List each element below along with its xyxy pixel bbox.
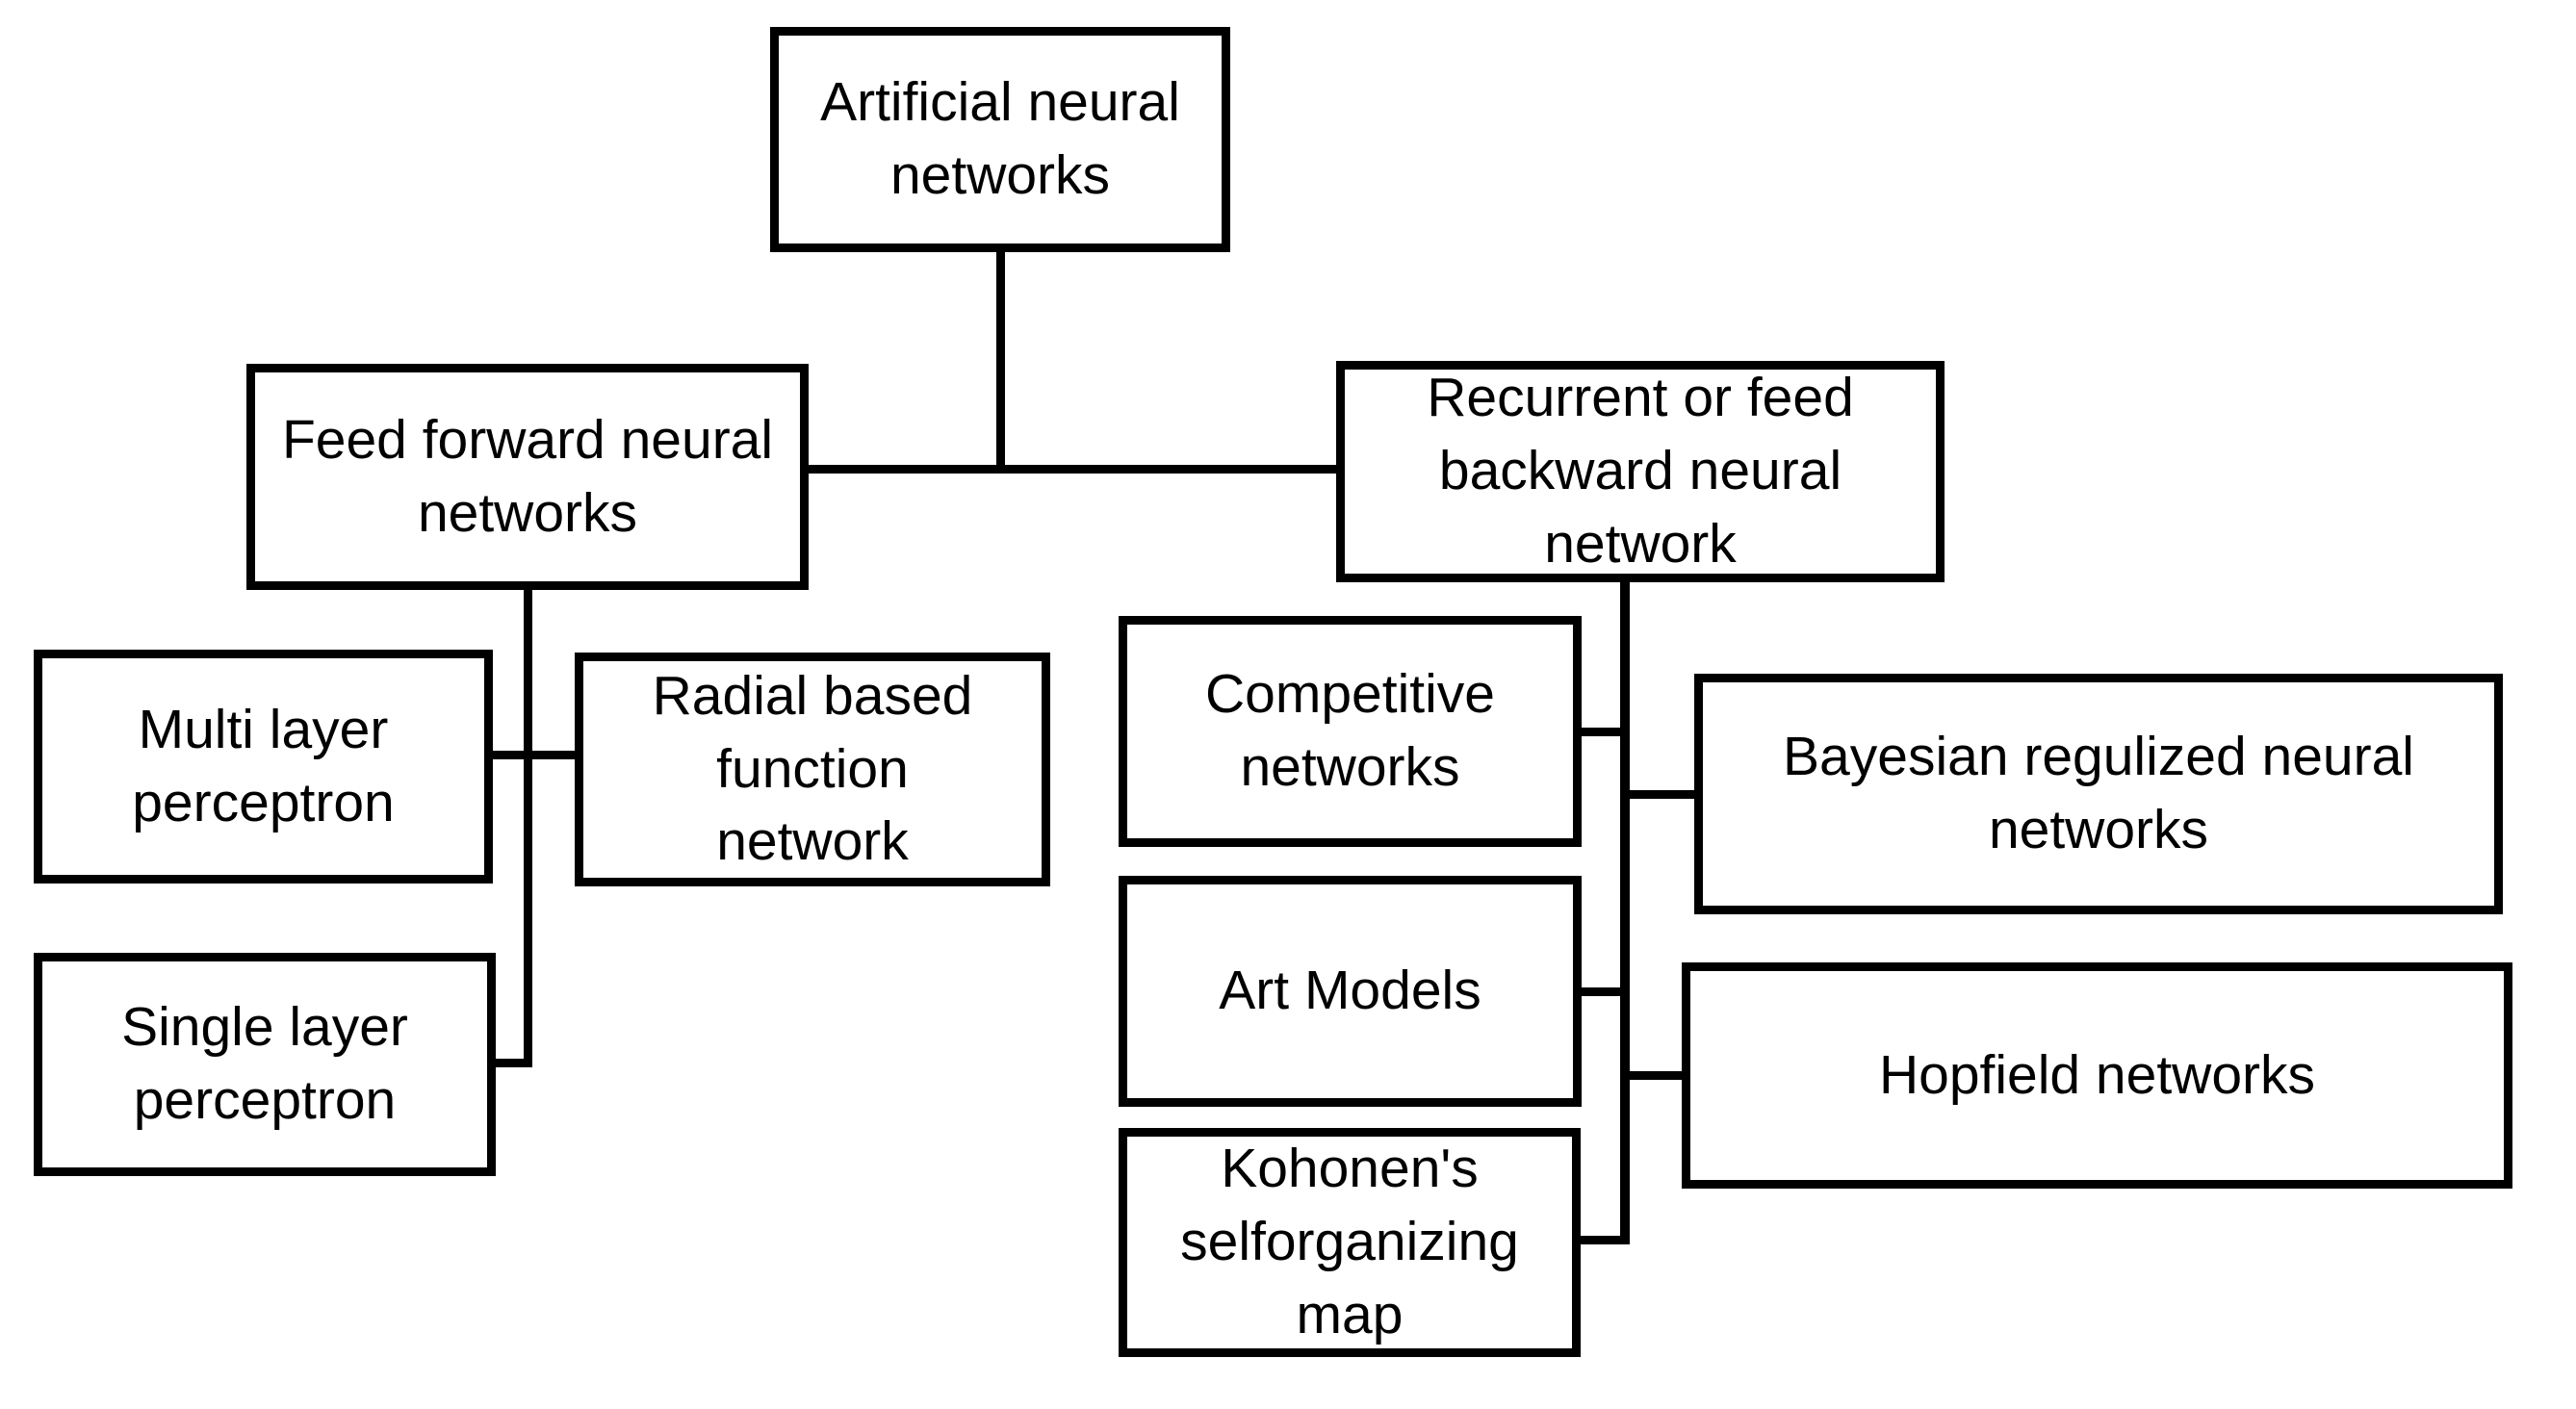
node-art-models: Art Models [1119,876,1582,1107]
connector-art-models [1578,987,1628,996]
node-single-layer-perceptron: Single layer perceptron [34,953,496,1176]
node-competitive-networks: Competitive networks [1119,616,1582,847]
connector-hopfield [1627,1071,1686,1080]
node-recurrent-feed-backward-network: Recurrent or feed backward neural networ… [1336,361,1945,582]
connector-right-trunk [1620,579,1630,1244]
connector-left-trunk [524,587,532,1067]
node-multi-layer-perceptron: Multi layer perceptron [34,650,493,884]
connector-feedforward-to-recurrent [807,465,1343,474]
connector-bayesian [1627,790,1698,799]
connector-singlelayer-elbow [491,1059,532,1067]
node-artificial-neural-networks: Artificial neural networks [770,27,1230,252]
node-bayesian-regulized-neural-networks: Bayesian regulized neural networks [1694,674,2503,914]
node-radial-based-function-network: Radial based function network [575,653,1050,886]
connector-root-to-main [996,248,1005,470]
connector-multilayer-to-radial [489,751,579,759]
connector-kohonen-elbow [1577,1236,1628,1244]
node-kohonens-selforganizing-map: Kohonen's selforganizing map [1119,1128,1581,1357]
node-hopfield-networks: Hopfield networks [1682,962,2512,1189]
connector-competitive [1578,728,1628,736]
node-feed-forward-neural-networks: Feed forward neural networks [246,364,809,590]
